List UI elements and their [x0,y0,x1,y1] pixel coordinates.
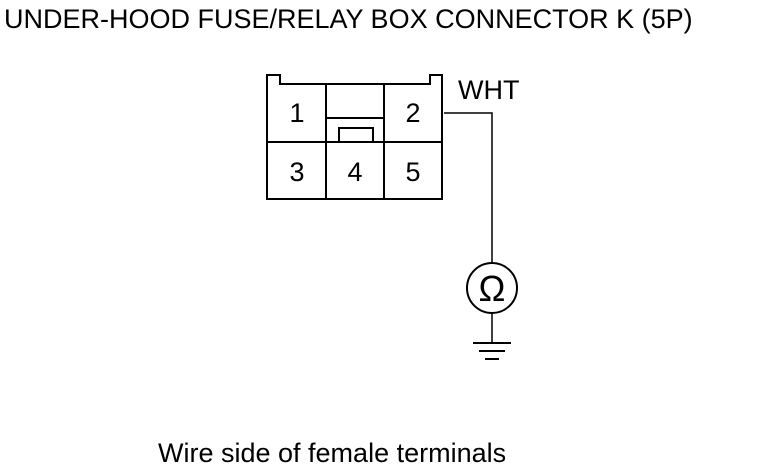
ohm-symbol: Ω [479,268,506,309]
wire-color-label: WHT [458,75,519,105]
probe-wire [444,112,493,263]
terminal-5-label: 5 [405,157,420,187]
ground-icon [473,342,511,360]
terminal-3-label: 3 [289,157,304,187]
terminal-4-label: 4 [347,157,362,187]
terminal-2-label: 2 [405,98,420,128]
locking-tab [338,127,374,143]
diagram-title: UNDER-HOOD FUSE/RELAY BOX CONNECTOR K (5… [4,4,693,34]
diagram-caption: Wire side of female terminals [158,438,507,468]
terminal-1-label: 1 [289,98,304,128]
